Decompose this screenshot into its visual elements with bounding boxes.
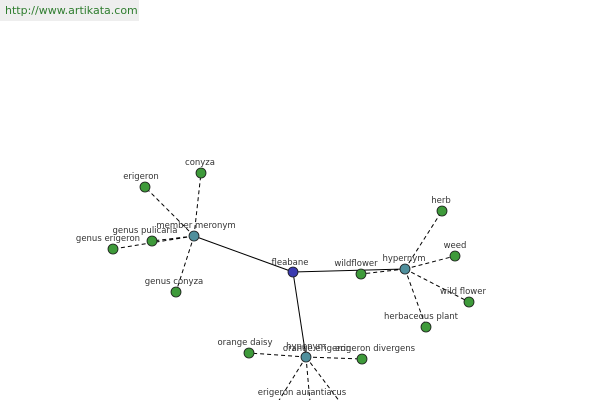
node-genus-erigeron[interactable]	[107, 243, 119, 255]
label-genus-conyza[interactable]: genus conyza	[145, 277, 204, 287]
label-erigeron-divergens[interactable]: erigeron divergens	[335, 344, 416, 354]
edge-hypernym-wildflower	[360, 268, 406, 275]
label-orange-daisy[interactable]: orange daisy	[217, 338, 272, 348]
edge-member-meronym-erigeron	[144, 186, 195, 237]
edge-hyponym-down-c	[305, 356, 340, 400]
edge-hypernym-wild-flower	[404, 268, 470, 303]
node-wild-flower[interactable]	[463, 296, 475, 308]
edge-member-meronym-conyza	[193, 172, 202, 237]
node-conyza[interactable]	[195, 167, 207, 179]
node-orange-daisy[interactable]	[243, 347, 255, 359]
node-wildflower[interactable]	[355, 268, 367, 280]
edge-member-meronym-genus-conyza	[175, 235, 195, 293]
node-layer	[107, 167, 475, 365]
label-hyponym[interactable]: hyponym	[286, 342, 326, 352]
edge-hyponym-orange-daisy	[248, 352, 307, 358]
edge-member-meronym-genus-pulicaria	[151, 235, 195, 242]
node-herb[interactable]	[436, 205, 448, 217]
label-conyza[interactable]: conyza	[185, 158, 215, 168]
label-wildflower[interactable]: wildflower	[334, 259, 378, 269]
edge-layer	[112, 172, 470, 400]
edge-root-hypernym	[292, 268, 406, 273]
source-url-link[interactable]: http://www.artikata.com	[0, 0, 139, 21]
label-genus-erigeron[interactable]: genus erigeron	[76, 234, 140, 244]
node-erigeron[interactable]	[139, 181, 151, 193]
edge-hyponym-down-a	[278, 356, 307, 400]
edge-hyponym-down-b	[305, 356, 311, 400]
node-hyponym[interactable]	[300, 351, 312, 363]
label-wild-flower[interactable]: wild flower	[440, 287, 487, 297]
node-erigeron-divergens[interactable]	[356, 353, 368, 365]
label-fleabane[interactable]: fleabane	[271, 258, 308, 268]
label-layer: fleabane member meronym hypernym hyponym…	[76, 158, 487, 398]
edge-root-hyponym	[292, 271, 307, 358]
edge-hypernym-herbaceous-plant	[404, 268, 427, 328]
node-genus-pulicaria[interactable]	[146, 235, 158, 247]
node-member-meronym[interactable]	[188, 230, 200, 242]
edge-hypernym-weed	[404, 255, 456, 270]
label-genus-pulicaria[interactable]: genus pulicaria	[113, 226, 178, 236]
node-genus-conyza[interactable]	[170, 286, 182, 298]
label-herbaceous-plant[interactable]: herbaceous plant	[384, 312, 459, 322]
edge-root-member-meronym	[193, 235, 294, 273]
node-weed[interactable]	[449, 250, 461, 262]
edge-hyponym-erigeron-divergens	[305, 356, 363, 360]
label-herb[interactable]: herb	[431, 196, 451, 206]
label-erigeron[interactable]: erigeron	[123, 172, 159, 182]
node-herbaceous-plant[interactable]	[420, 321, 432, 333]
node-hypernym[interactable]	[399, 263, 411, 275]
edge-hypernym-herb	[404, 210, 443, 270]
node-fleabane[interactable]	[287, 266, 299, 278]
label-member-meronym[interactable]: member meronym	[156, 221, 235, 231]
label-orange-erigeron[interactable]: orange erigeron	[283, 344, 351, 354]
label-weed[interactable]: weed	[444, 241, 467, 251]
label-erigeron-aurantiacus[interactable]: erigeron aurantiacus	[258, 388, 347, 398]
label-hypernym[interactable]: hypernym	[382, 254, 425, 264]
